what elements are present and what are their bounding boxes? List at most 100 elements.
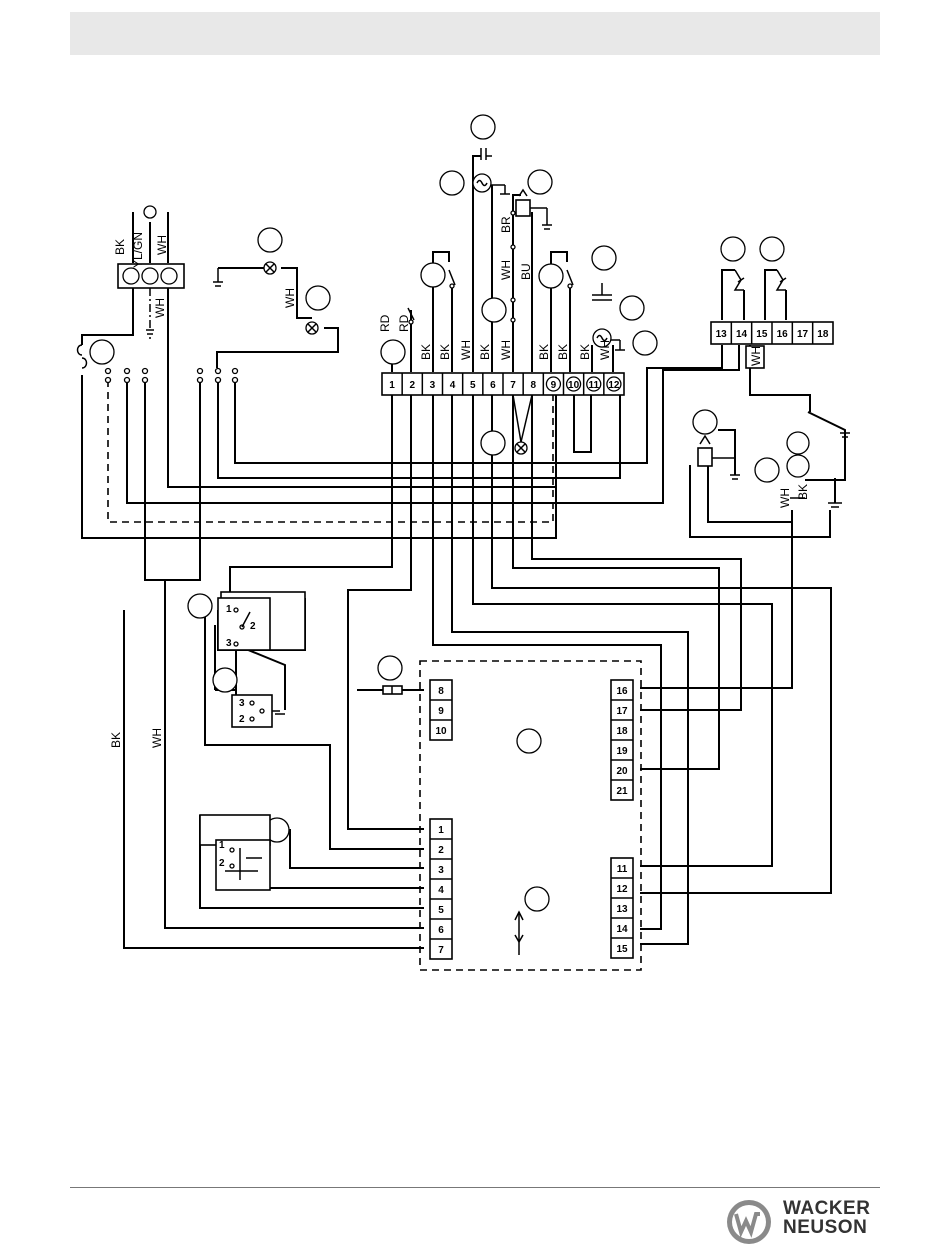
controller-pin-14: 14: [616, 924, 628, 935]
controller-pin-17: 17: [616, 706, 628, 717]
controller-pin-12: 12: [616, 884, 628, 895]
wire-label: BK: [438, 344, 452, 360]
wire-label: BK: [537, 344, 551, 360]
wire-label: BR: [499, 216, 513, 233]
inlet-bk-label: BK: [113, 239, 127, 255]
lamp-wh-label: WH: [283, 288, 297, 308]
wire-label: BK: [419, 344, 433, 360]
wires: [82, 156, 845, 948]
controller-pin-4: 4: [438, 885, 444, 896]
controller-pin-13: 13: [616, 904, 628, 915]
controller-pin-2: 2: [438, 845, 444, 856]
terminal-1: 1: [389, 380, 395, 391]
terminal-7: 7: [510, 380, 516, 391]
keyswitch-pin-1: 1: [219, 840, 225, 851]
wire-label: WH: [459, 340, 473, 360]
controller-pin-21: 21: [616, 786, 628, 797]
wire-label: WH: [499, 260, 513, 280]
terminal-5: 5: [470, 380, 476, 391]
solenoid-valve-icon: [698, 436, 740, 479]
inline-plug-icon: [78, 345, 87, 368]
brand-wordmark: WACKER NEUSON: [783, 1199, 870, 1237]
footer-rule: [70, 1187, 880, 1188]
controller-mark-icon: [515, 912, 523, 955]
terminal-8: 8: [530, 380, 536, 391]
wire-label: BK: [556, 344, 570, 360]
controller-pin-3: 3: [438, 865, 444, 876]
switch-pin-1: 1: [226, 604, 232, 615]
capacitor-icon: [592, 283, 612, 300]
terminal-9: 9: [551, 380, 557, 391]
wire-label: WH: [749, 346, 763, 366]
key-switch: 1 2: [200, 815, 270, 890]
left-connector-b: [198, 369, 238, 383]
controller-pin-7: 7: [438, 945, 444, 956]
wire-label: BK: [796, 484, 810, 500]
brand-line-1: WACKER: [783, 1199, 870, 1218]
terminal-15: 15: [756, 329, 768, 340]
thermal-switch-icon: [777, 270, 786, 290]
controller-pin-19: 19: [616, 746, 628, 757]
wire-label: RD: [378, 314, 392, 332]
left-connector-a: [106, 369, 148, 383]
terminal-2: 2: [409, 380, 415, 391]
switch-icon: [567, 270, 573, 288]
wire-label: BK: [478, 344, 492, 360]
relay-pin-2: 2: [239, 714, 245, 725]
right-terminal-strip: 13 14 15 16 17 18: [711, 322, 833, 344]
controller-pin-9: 9: [438, 706, 444, 717]
relay-pin-3: 3: [239, 698, 245, 709]
lamp-icon: [306, 322, 318, 334]
wire-label: BK: [109, 732, 123, 748]
controller-pin-20: 20: [616, 766, 628, 777]
terminal-12: 12: [608, 380, 620, 391]
inlet-wh-label: WH: [155, 235, 169, 255]
thermal-switch-icon: [735, 270, 744, 290]
controller-pin-6: 6: [438, 925, 444, 936]
terminal-13: 13: [716, 329, 728, 340]
selector-switch: 1 2 3: [218, 592, 305, 650]
terminal-17: 17: [797, 329, 809, 340]
keyswitch-pin-2: 2: [219, 858, 225, 869]
brand-logo-icon: [726, 1199, 772, 1245]
terminal-14: 14: [736, 329, 748, 340]
terminal-6: 6: [490, 380, 496, 391]
relay: 3 2: [232, 695, 285, 727]
power-inlet: BK YL/GN WH WH: [113, 206, 184, 338]
wire-label: WH: [499, 340, 513, 360]
controller-pin-10: 10: [435, 726, 447, 737]
switch-icon: [449, 270, 455, 288]
lamp-icon: [515, 442, 527, 454]
brand-line-2: NEUSON: [783, 1218, 870, 1237]
terminal-3: 3: [430, 380, 436, 391]
terminal-11: 11: [588, 380, 599, 391]
terminal-18: 18: [817, 329, 829, 340]
ground-icon: [146, 330, 154, 338]
terminal-16: 16: [777, 329, 789, 340]
controller-pin-16: 16: [616, 686, 628, 697]
wire-label: RD: [397, 314, 411, 332]
wire-label: WH: [150, 728, 164, 748]
lamp-icon: [264, 262, 276, 274]
controller-pin-5: 5: [438, 905, 444, 916]
inlet-wh-lower-label: WH: [153, 298, 167, 318]
controller-pin-15: 15: [616, 944, 628, 955]
wire-label: WH: [598, 340, 612, 360]
controller-pin-8: 8: [438, 686, 444, 697]
inlet-ylgn-label: YL/GN: [131, 232, 145, 268]
terminal-4: 4: [450, 380, 456, 391]
controller-pin-1: 1: [438, 825, 444, 836]
fuse-icon: [383, 686, 402, 694]
wire-label: BU: [519, 263, 533, 280]
solenoid-valve-icon: [516, 190, 552, 229]
terminal-10: 10: [568, 380, 580, 391]
capacitor-icon: [481, 148, 492, 160]
controller-pin-11: 11: [617, 864, 628, 875]
controller-pin-18: 18: [616, 726, 628, 737]
wire-label: WH: [778, 488, 792, 508]
wire-label: BK: [578, 344, 592, 360]
switch-pin-2: 2: [250, 621, 256, 632]
